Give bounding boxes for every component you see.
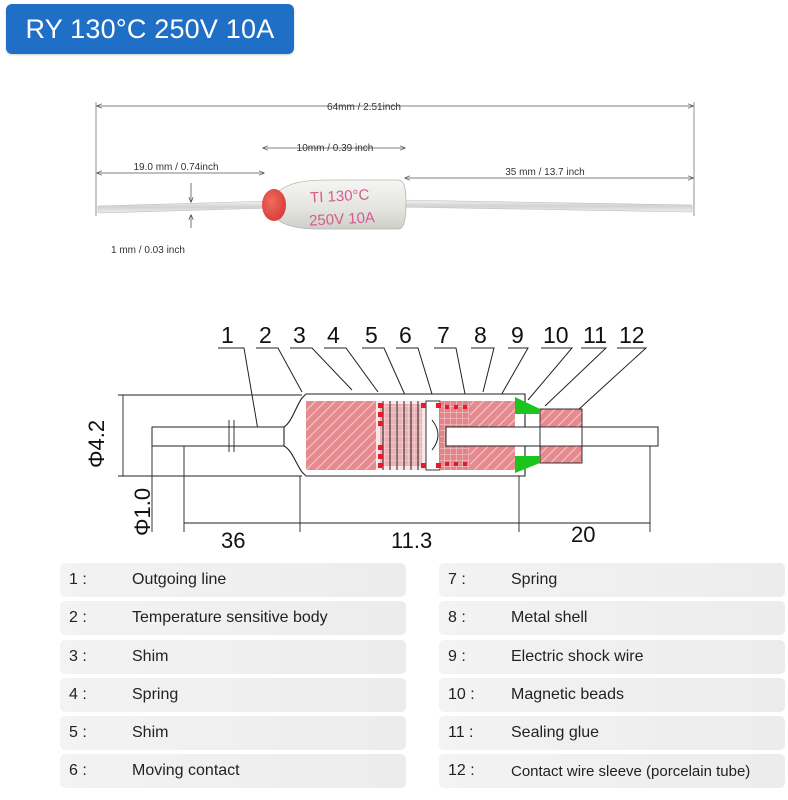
legend-row: 1 : Outgoing line <box>60 563 406 597</box>
part-number-12: 12 <box>619 322 645 348</box>
right-lead-label: 35 mm / 13.7 inch <box>505 167 584 178</box>
wire-thickness-label: 1 mm / 0.03 inch <box>111 245 185 256</box>
legend-desc: Magnetic beads <box>511 685 624 703</box>
legend-num: 3 : <box>69 647 87 665</box>
legend-row: 6 : Moving contact <box>60 754 406 789</box>
body-length-label: 10mm / 0.39 inch <box>297 143 374 154</box>
total-length-label: 64mm / 2.51inch <box>327 102 401 113</box>
legend-num: 8 : <box>448 609 466 627</box>
body-diameter-label: Φ4.2 <box>84 420 109 468</box>
right-lead-wire <box>397 199 693 213</box>
legend-right-column: 7 : Spring 8 : Metal shell 9 : Electric sho… <box>439 563 785 793</box>
legend-num: 6 : <box>69 762 87 780</box>
product-dimension-drawing: 64mm / 2.51inch 10mm / 0.39 inch 19.0 mm… <box>95 102 695 256</box>
legend-num: 10 : <box>448 685 475 703</box>
temperature-sensitive-body <box>306 401 376 470</box>
legend-desc: Sealing glue <box>511 724 600 742</box>
legend-row: 12 : Contact wire sleeve (porcelain tube) <box>439 754 785 789</box>
sealing-glue-top <box>515 397 540 414</box>
legend-num: 1 : <box>69 571 87 588</box>
legend-num: 7 : <box>448 571 466 588</box>
legend-row: 5 : Shim <box>60 716 406 751</box>
legend-desc: Spring <box>511 571 558 588</box>
legend-desc: Contact wire sleeve (porcelain tube) <box>511 762 751 780</box>
part-number-2: 2 <box>259 322 272 348</box>
legend-row: 9 : Electric shock wire <box>439 639 785 674</box>
part-number-6: 6 <box>399 322 412 348</box>
dimension-lines <box>118 394 651 532</box>
body-print-line2: 250V 10A <box>309 209 376 229</box>
legend-desc: Metal shell <box>511 609 588 627</box>
part-number-8: 8 <box>474 322 487 348</box>
left-lead-label: 19.0 mm / 0.74inch <box>133 162 218 173</box>
sealing-glue-bottom <box>515 456 540 473</box>
part-number-7: 7 <box>437 322 450 348</box>
contact-markers <box>378 403 467 468</box>
legend-num: 5 : <box>69 724 87 742</box>
legend-desc: Shim <box>132 724 169 742</box>
legend-desc: Spring <box>132 685 179 703</box>
cross-section-diagram: 1 2 3 4 5 6 7 8 9 10 11 12 <box>84 322 659 553</box>
body-print-line1: TI 130°C <box>310 186 370 206</box>
legend-row: 8 : Metal shell <box>439 601 785 636</box>
part-number-labels: 1 2 3 4 5 6 7 8 9 10 11 12 <box>221 322 645 348</box>
fuse-body: TI 130°C 250V 10A <box>262 179 407 230</box>
outgoing-line <box>151 426 285 447</box>
leader-lines <box>218 347 648 433</box>
left-lead-wire <box>97 200 273 214</box>
legend-left-column: 1 : Outgoing line 2 : Temperature sensitiv… <box>60 563 406 793</box>
legend-row: 3 : Shim <box>60 639 406 674</box>
legend-num: 2 : <box>69 609 87 627</box>
legend-num: 11 : <box>448 724 474 742</box>
part-number-5: 5 <box>365 322 378 348</box>
legend-desc: Shim <box>132 647 169 665</box>
legend-num: 9 : <box>448 647 466 665</box>
legend-num: 4 : <box>69 685 87 703</box>
legend-row: 10 : Magnetic beads <box>439 677 785 712</box>
legend-num: 12 : <box>448 762 475 780</box>
wire-diameter-label: Φ1.0 <box>130 488 155 536</box>
part-number-4: 4 <box>327 322 340 348</box>
legend-row: 2 : Temperature sensitive body <box>60 601 406 636</box>
part-number-9: 9 <box>511 322 524 348</box>
red-end-cap <box>262 189 286 221</box>
title-banner: RY 130°C 250V 10A <box>6 4 294 54</box>
right-lead-length-label: 20 <box>571 522 595 547</box>
part-number-1: 1 <box>221 322 234 348</box>
legend-desc: Outgoing line <box>132 571 227 588</box>
left-lead-length-label: 36 <box>221 528 245 553</box>
body-length-label: 11.3 <box>391 528 432 553</box>
legend-desc: Temperature sensitive body <box>132 609 328 627</box>
part-number-3: 3 <box>293 322 306 348</box>
legend-row: 7 : Spring <box>439 563 785 597</box>
part-number-11: 11 <box>583 322 607 348</box>
part-number-10: 10 <box>543 322 569 348</box>
legend-row: 4 : Spring <box>60 677 406 712</box>
legend-desc: Moving contact <box>132 762 240 780</box>
legend-row: 11 : Sealing glue <box>439 716 785 751</box>
legend-desc: Electric shock wire <box>511 647 644 665</box>
